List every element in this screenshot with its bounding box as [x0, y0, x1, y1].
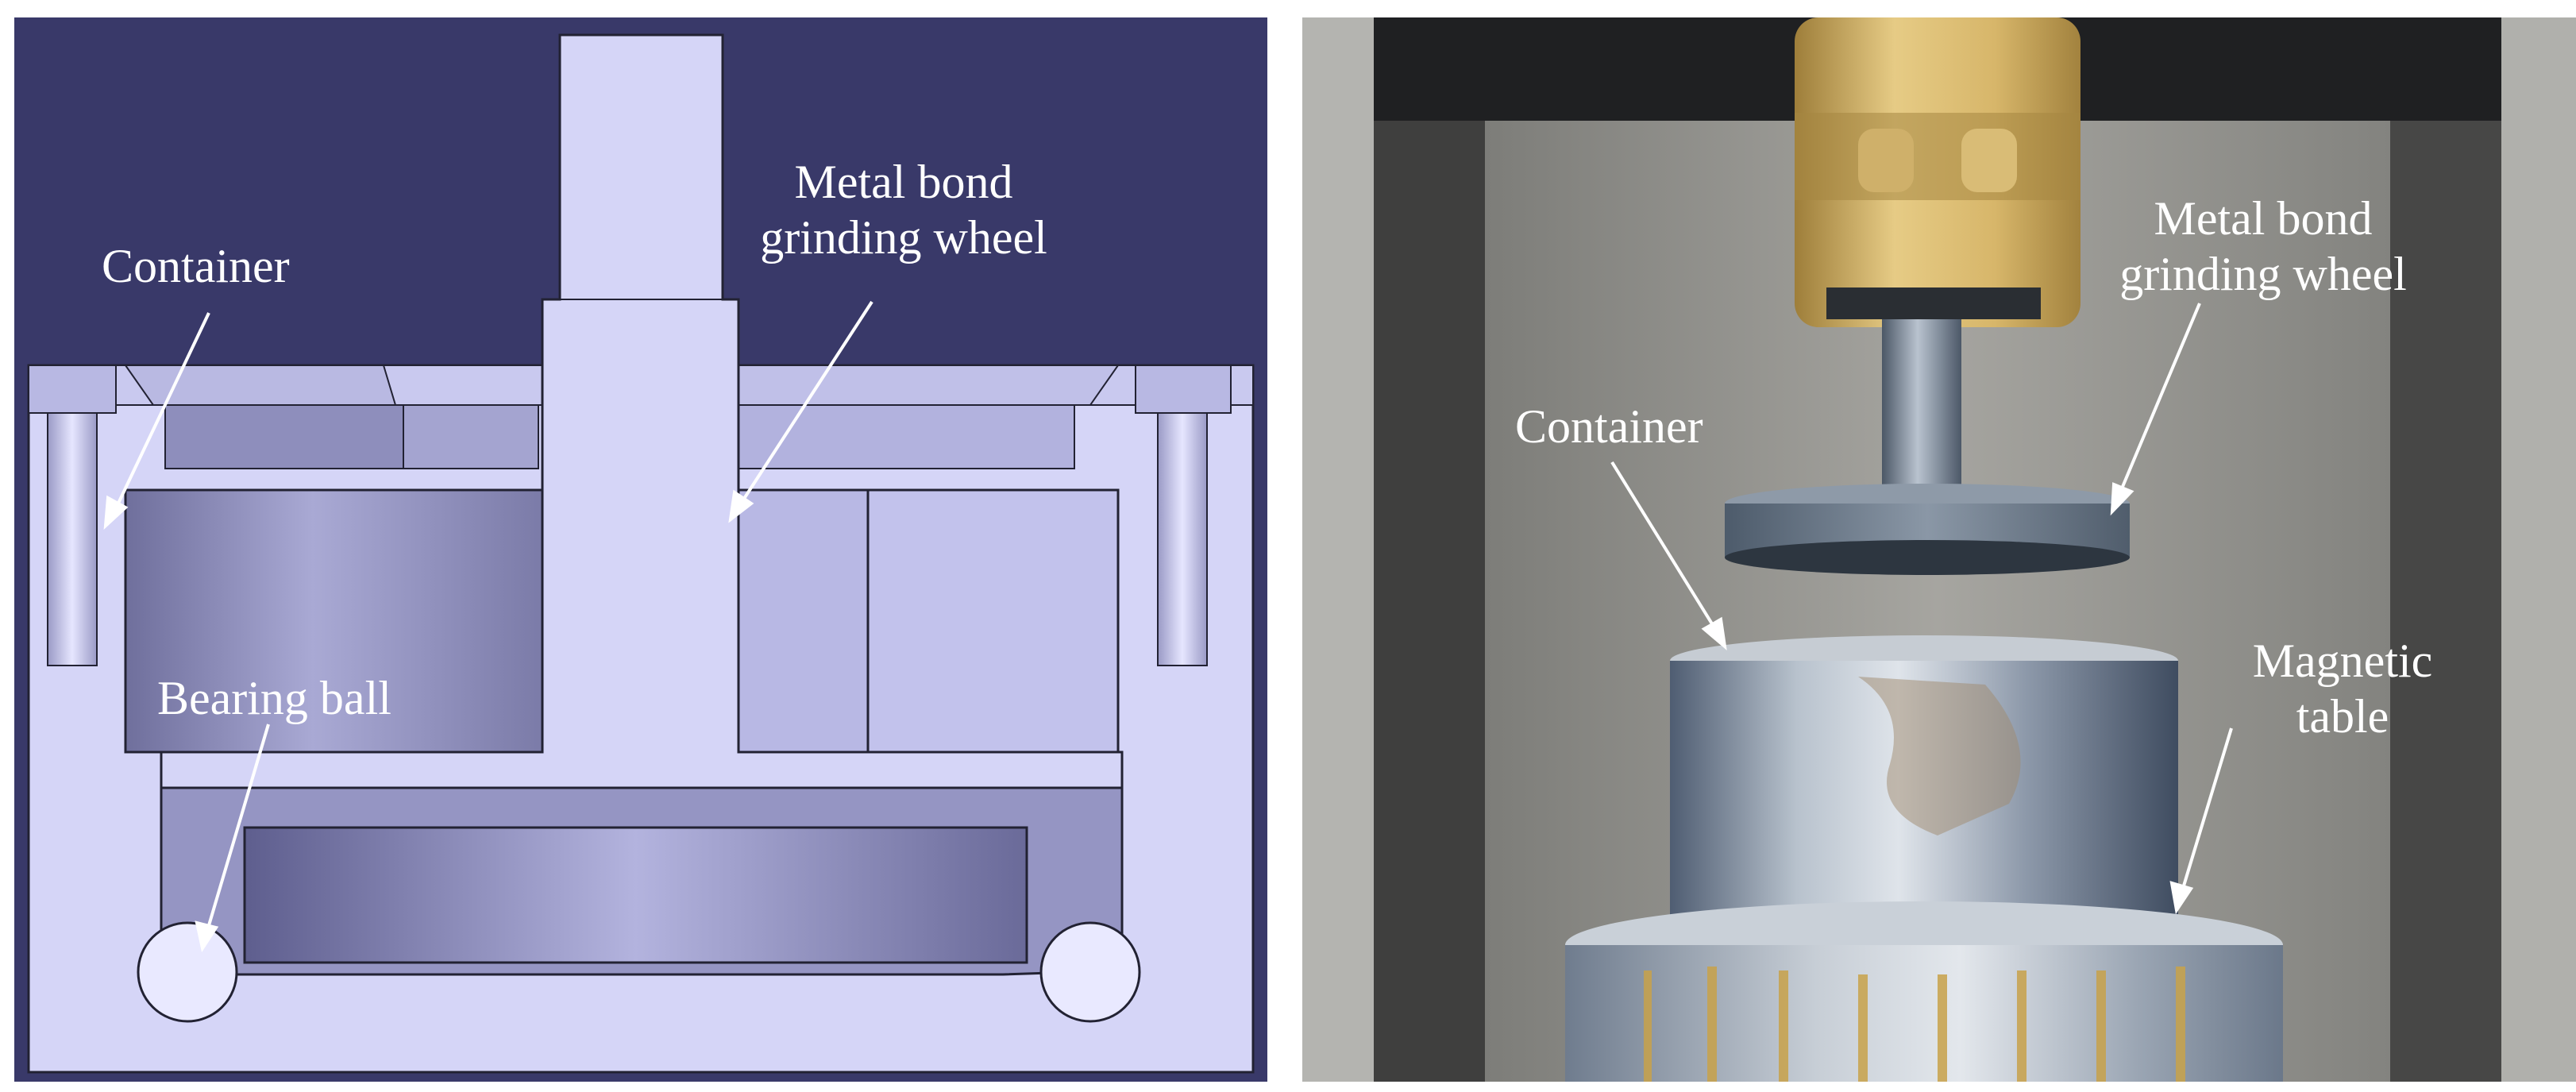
chuck-band [1795, 113, 2080, 200]
left-pin-head [28, 365, 117, 414]
photo-label-container: Container [1515, 399, 1703, 454]
table-stripes [1644, 967, 2185, 1082]
upper-recess-left [164, 404, 404, 469]
stripe [1938, 974, 1947, 1082]
grinding-gap [243, 826, 1028, 964]
inner-cavity-right [866, 488, 1120, 754]
arrowhead-wheel [728, 489, 754, 523]
photo-label-table-line2: table [2296, 690, 2389, 743]
wheel-shaft [1882, 319, 1961, 502]
bearing-ball-right [1039, 921, 1141, 1023]
container-stain [1858, 677, 2021, 835]
cad-label-container-text: Container [102, 240, 290, 292]
arrowhead-container [103, 495, 129, 530]
upper-recess-mid [403, 404, 539, 469]
top-plate-bevel-left [124, 365, 397, 406]
arrowhead-bearing [195, 920, 219, 953]
arrowhead-photo-table [2169, 881, 2194, 915]
chuck-nose [1826, 287, 2041, 319]
photo-label-table-line1: Magnetic [2252, 635, 2433, 687]
photo-arrows [1610, 303, 2233, 915]
table-body [1565, 945, 2283, 1082]
top-plate-bevel-right [716, 365, 1120, 406]
cad-drawing [14, 17, 1267, 1082]
left-pin [47, 412, 98, 666]
left-wall-shadow [1374, 121, 1485, 1082]
arrowhead-photo-wheel [2110, 482, 2134, 516]
cad-label-wheel: Metal bond grinding wheel [729, 154, 1078, 265]
photo-drawing [1302, 17, 2576, 1082]
photo-label-wheel: Metal bond grinding wheel [2104, 191, 2422, 302]
photo-label-container-text: Container [1515, 400, 1703, 453]
cad-label-bearing-ball-text: Bearing ball [157, 672, 391, 724]
photo-label-wheel-line2: grinding wheel [2119, 248, 2407, 300]
left-edge [1302, 17, 1374, 1082]
cad-label-wheel-line2: grinding wheel [760, 211, 1047, 264]
stripe [1779, 970, 1788, 1082]
photo-label-table: Magnetic table [2239, 633, 2446, 744]
cad-arrows [103, 300, 873, 953]
arrow-photo-wheel [2119, 303, 2201, 493]
bearing-ball-left [137, 921, 238, 1023]
right-wall-shadow [2390, 121, 2501, 1082]
arrow-bearing [206, 723, 270, 932]
inner-cavity-left [124, 488, 544, 754]
inner-cavity-mid [731, 488, 870, 754]
arrow-photo-table [2181, 727, 2233, 892]
photo-label-wheel-line1: Metal bond [2154, 192, 2373, 245]
stripe [1644, 970, 1652, 1082]
cad-label-wheel-line1: Metal bond [794, 156, 1013, 208]
upper-recess-right [732, 404, 1075, 469]
arrowhead-photo-container [1701, 616, 1727, 650]
right-edge [2501, 17, 2576, 1082]
stripe [2017, 970, 2026, 1082]
arrow-photo-container [1610, 461, 1717, 631]
right-pin [1157, 412, 1208, 666]
cad-label-bearing-ball: Bearing ball [157, 670, 391, 726]
cad-label-container: Container [102, 238, 290, 294]
stripe [2176, 967, 2185, 1082]
arrow-container [114, 312, 210, 509]
chuck-slot-1 [1858, 129, 1914, 192]
stripe [1707, 967, 1717, 1082]
photo-panel: Metal bond grinding wheel Container Magn… [1302, 17, 2576, 1082]
chuck-slot-2 [1961, 129, 2017, 192]
stripe [1858, 974, 1868, 1082]
cad-cross-section-panel: Container Metal bond grinding wheel Bear… [14, 17, 1267, 1082]
stripe [2096, 970, 2106, 1082]
arrow-wheel [739, 300, 873, 505]
wheel-bottom [1725, 540, 2130, 575]
right-pin-head [1135, 365, 1232, 414]
